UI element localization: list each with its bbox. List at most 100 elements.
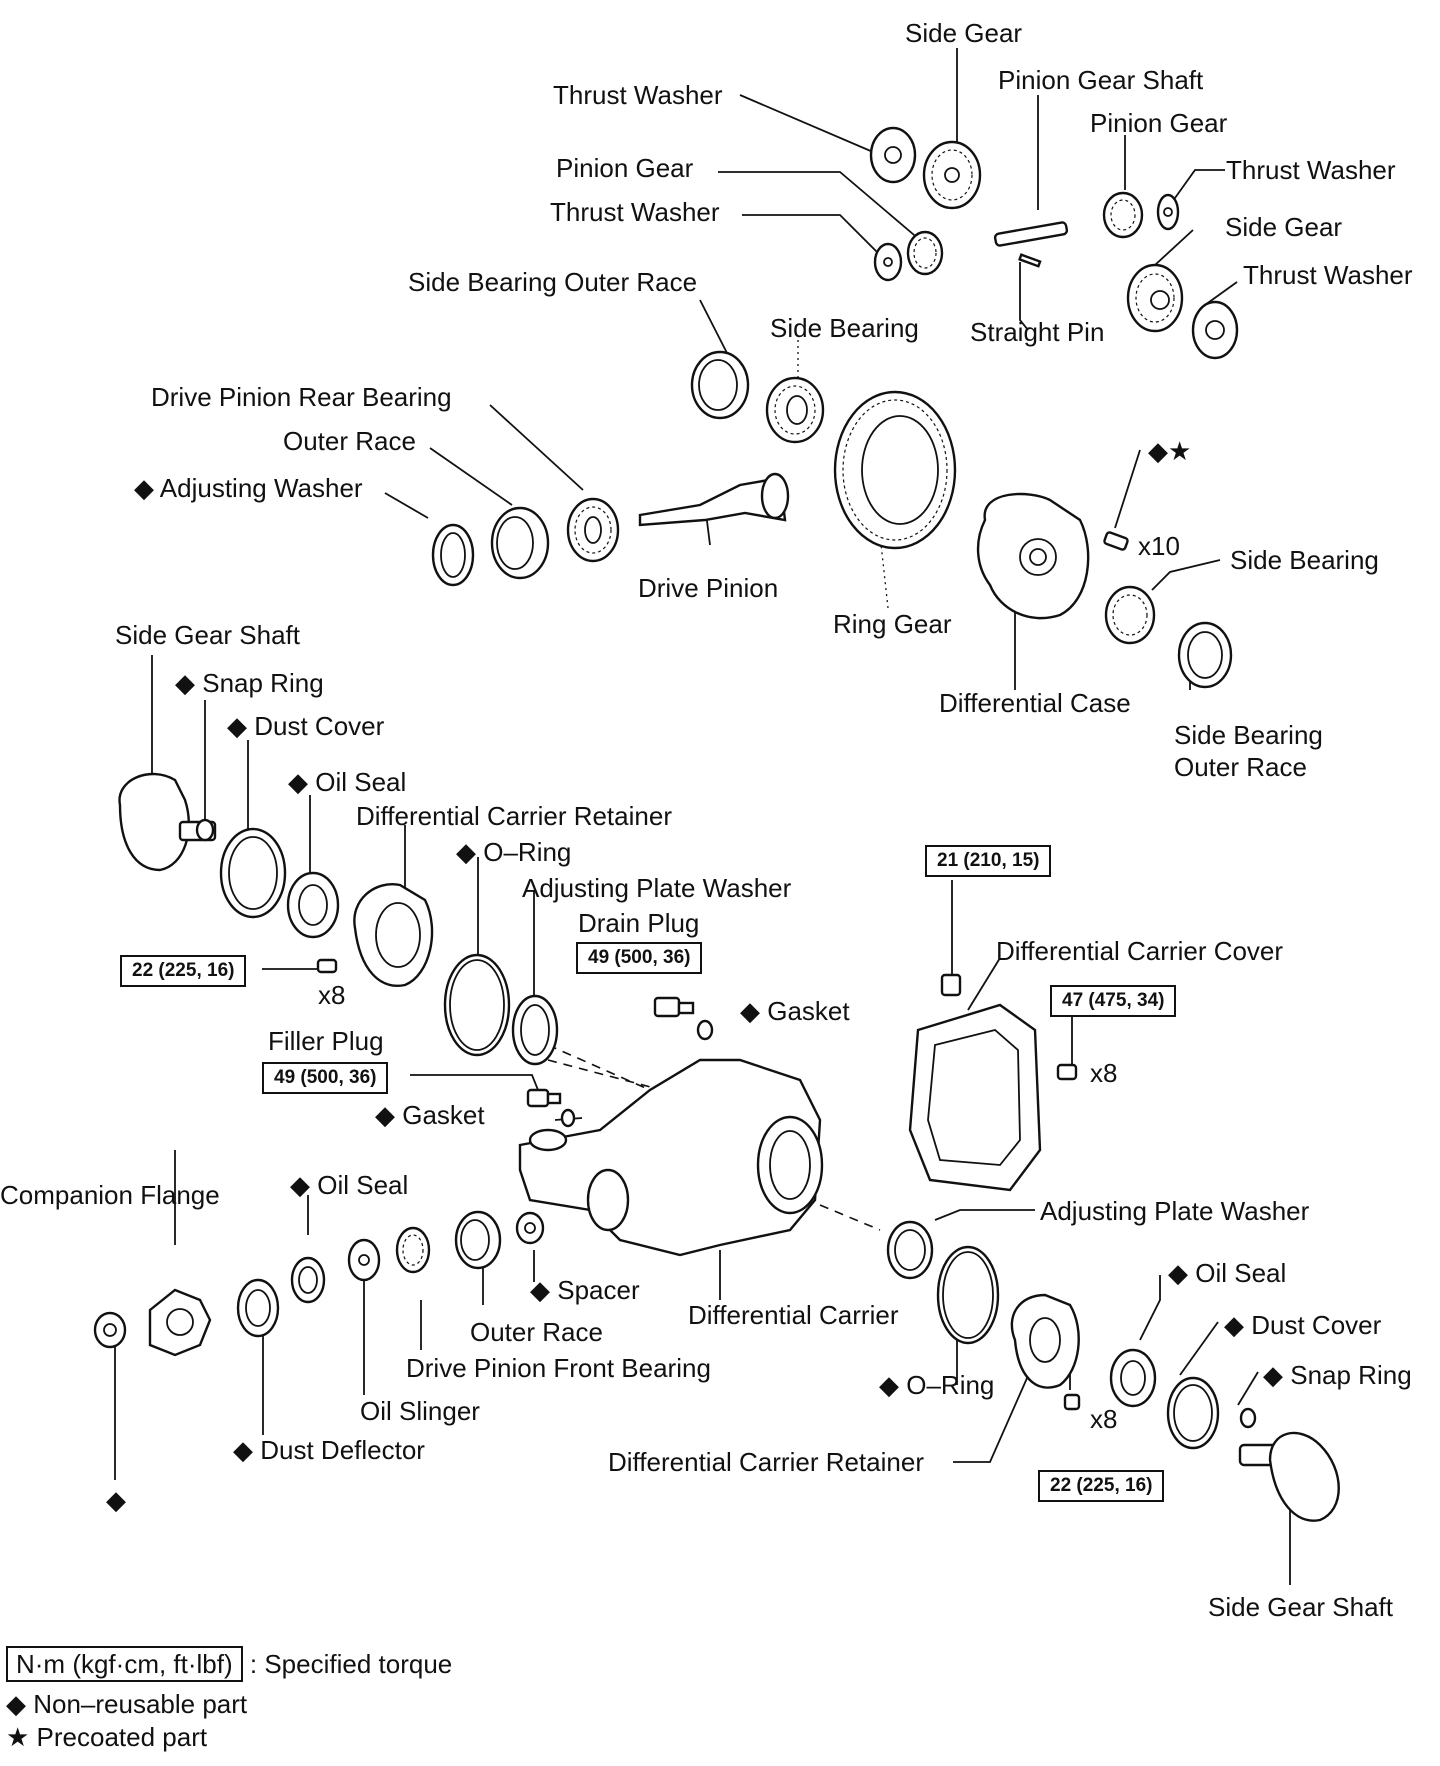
thrust-washer-part-3	[873, 242, 903, 282]
gasket-part-drain	[696, 1019, 714, 1041]
side-bearing-part-right	[1104, 585, 1156, 645]
diamond-icon: ◆	[375, 1100, 395, 1130]
snap-ring-part-right	[1239, 1407, 1257, 1429]
drive-pinion-front-bearing-part	[395, 1226, 431, 1274]
label-pinion-gear-shaft: Pinion Gear Shaft	[998, 65, 1204, 95]
straight-pin-part	[1018, 253, 1042, 268]
label-side-gear-right: Side Gear	[1225, 212, 1343, 242]
oil-seal-front-text: Oil Seal	[317, 1170, 409, 1200]
diff-carrier-retainer-part-right	[1010, 1293, 1080, 1389]
oil-seal-part-right	[1109, 1348, 1157, 1408]
side-bearing-outer-race-part-right	[1177, 621, 1233, 689]
label-dust-cover-right: ◆ Dust Cover	[1224, 1310, 1381, 1340]
diamond-star-icon: ◆★	[1148, 436, 1192, 466]
legend-torque: N·m (kgf·cm, ft·lbf) : Specified torque	[6, 1646, 452, 1682]
legend-precoated: ★ Precoated part	[6, 1722, 208, 1752]
label-thrust-washer-4: Thrust Washer	[1243, 260, 1413, 290]
dust-cover-right-text: Dust Cover	[1251, 1310, 1382, 1340]
oil-seal-right-text: Oil Seal	[1195, 1258, 1287, 1288]
dust-cover-part-left	[219, 827, 287, 919]
torque-box-retainer-right: 22 (225, 16)	[1038, 1470, 1165, 1502]
label-oil-slinger: Oil Slinger	[360, 1396, 480, 1426]
adjusting-washer-part	[431, 523, 475, 587]
label-drain-plug: Drain Plug	[578, 908, 700, 938]
torque-box-retainer-left: 22 (225, 16)	[120, 955, 247, 987]
o-ring-left-text: O–Ring	[483, 837, 572, 867]
gasket-filler-text: Gasket	[402, 1100, 485, 1130]
label-thrust-washer-1: Thrust Washer	[553, 80, 723, 110]
case-bolt-part	[1103, 531, 1129, 551]
pinion-gear-shaft-part	[993, 221, 1069, 247]
side-bearing-part-top	[765, 376, 825, 444]
torque-box-drain-plug: 49 (500, 36)	[576, 942, 703, 974]
adjusting-washer-text: Adjusting Washer	[159, 473, 363, 503]
label-x8-cover: x8	[1090, 1058, 1118, 1088]
label-dust-cover-left: ◆ Dust Cover	[227, 711, 384, 741]
label-side-gear-shaft-right: Side Gear Shaft	[1208, 1592, 1393, 1622]
snap-ring-part-left	[195, 818, 215, 842]
label-drive-pinion-rear-bearing: Drive Pinion Rear Bearing	[151, 382, 452, 412]
label-x8-right: x8	[1090, 1404, 1118, 1434]
retainer-bolt-part-right	[1063, 1393, 1081, 1411]
label-dust-deflector: ◆ Dust Deflector	[233, 1435, 425, 1465]
diamond-icon: ◆	[1224, 1310, 1244, 1340]
diamond-icon: ◆	[530, 1275, 550, 1305]
diamond-icon: ◆	[233, 1435, 253, 1465]
leader-lines	[114, 48, 1291, 1585]
adjusting-plate-washer-part-top	[511, 994, 559, 1066]
side-bearing-outer-race-part-top	[690, 350, 750, 420]
label-snap-ring-right: ◆ Snap Ring	[1263, 1360, 1412, 1390]
retainer-bolt-part-left	[316, 958, 338, 974]
diamond-icon: ◆	[227, 711, 247, 741]
side-gear-shaft-part-right	[1238, 1431, 1340, 1522]
diamond-icon: ◆	[290, 1170, 310, 1200]
diamond-icon: ◆	[740, 996, 760, 1026]
spacer-part	[515, 1211, 545, 1245]
label-adjusting-plate-washer-top: Adjusting Plate Washer	[522, 873, 792, 903]
gasket-drain-text: Gasket	[767, 996, 850, 1026]
dust-cover-left-text: Dust Cover	[254, 711, 385, 741]
diamond-icon-nut: ◆	[106, 1485, 126, 1515]
differential-case-part	[976, 492, 1090, 620]
nut-part	[93, 1311, 127, 1349]
torque-box-cover-bolts: 47 (475, 34)	[1050, 985, 1177, 1017]
label-drive-pinion-front-bearing: Drive Pinion Front Bearing	[406, 1353, 711, 1383]
torque-box-cover-top: 21 (210, 15)	[925, 845, 1052, 877]
label-spacer: ◆ Spacer	[530, 1275, 640, 1305]
snap-ring-left-text: Snap Ring	[202, 668, 324, 698]
thrust-washer-part-1	[869, 126, 917, 184]
outer-race-part-front	[454, 1210, 502, 1270]
label-diff-carrier-retainer-left: Differential Carrier Retainer	[356, 801, 672, 831]
thrust-washer-part-2	[1156, 193, 1180, 231]
filler-plug-part	[526, 1088, 562, 1108]
o-ring-part-left	[443, 953, 511, 1057]
snap-ring-right-text: Snap Ring	[1290, 1360, 1412, 1390]
drain-plug-part	[653, 996, 695, 1018]
label-adjusting-washer: ◆ Adjusting Washer	[134, 473, 363, 503]
label-companion-flange: Companion Flange	[0, 1180, 220, 1210]
label-gasket-filler: ◆ Gasket	[375, 1100, 485, 1130]
label-x10: x10	[1138, 531, 1180, 561]
carrier-cover-bolt-top	[940, 973, 962, 997]
label-differential-carrier-cover: Differential Carrier Cover	[996, 936, 1284, 966]
diamond-icon: ◆	[175, 668, 195, 698]
outer-race-part-top	[490, 506, 550, 580]
label-side-bearing-right: Side Bearing	[1230, 545, 1379, 575]
diamond-icon: ◆	[1263, 1360, 1283, 1390]
differential-carrier-part	[518, 1058, 824, 1257]
label-x8-left: x8	[318, 980, 346, 1010]
label-outer-race-top: Outer Race	[283, 426, 416, 456]
label-diff-carrier-retainer-right: Differential Carrier Retainer	[608, 1447, 924, 1477]
gasket-part-filler	[560, 1108, 576, 1128]
torque-box-filler-plug: 49 (500, 36)	[262, 1062, 389, 1094]
legend-torque-unit-box: N·m (kgf·cm, ft·lbf)	[6, 1646, 243, 1682]
label-snap-ring-left: ◆ Snap Ring	[175, 668, 324, 698]
diff-carrier-retainer-part-left	[353, 883, 434, 987]
adjusting-plate-washer-part-right	[886, 1220, 934, 1280]
label-side-gear-shaft-left: Side Gear Shaft	[115, 620, 300, 650]
oil-slinger-part	[347, 1238, 381, 1282]
pinion-gear-part-right	[1102, 191, 1144, 239]
o-ring-part-right	[936, 1245, 1000, 1345]
oil-seal-part-front	[290, 1256, 326, 1304]
